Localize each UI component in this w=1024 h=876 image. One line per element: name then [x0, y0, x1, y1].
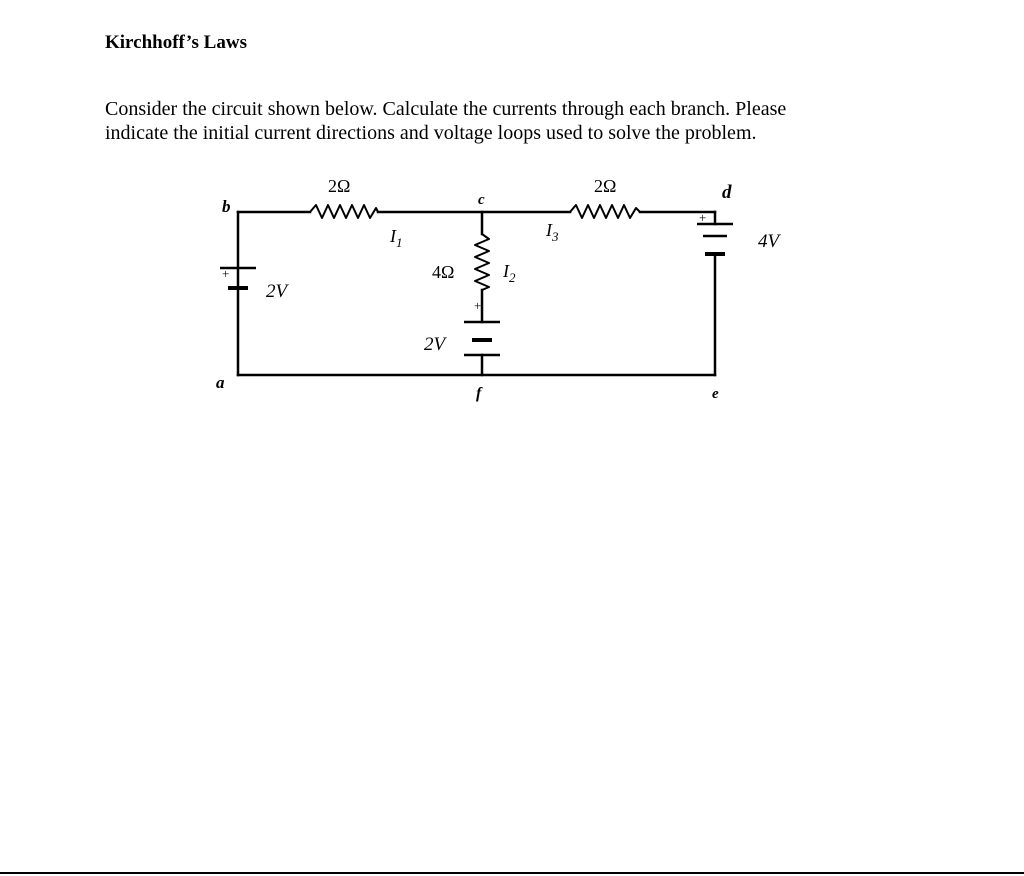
node-label-c: c: [478, 192, 485, 208]
problem-statement: Consider the circuit shown below. Calcul…: [105, 97, 925, 145]
page-bottom-rule: [0, 872, 1024, 874]
current-2-symbol: I: [502, 261, 510, 281]
current-1-symbol: I: [389, 226, 397, 246]
circuit-wires: [236, 210, 717, 377]
node-label-e: e: [712, 386, 719, 402]
node-label-d: d: [722, 182, 732, 203]
current-label-3: I3: [545, 220, 559, 244]
current-label-2: I2: [502, 261, 516, 285]
node-label-b: b: [222, 197, 231, 216]
problem-statement-line-2: indicate the initial current directions …: [105, 122, 757, 144]
battery-left-plus: +: [222, 266, 229, 281]
current-2-subscript: 2: [509, 270, 516, 285]
resistor-right-label: 2Ω: [594, 176, 616, 196]
current-3-symbol: I: [545, 220, 553, 240]
battery-right-label: 4V: [758, 231, 782, 252]
document-title: Kirchhoff’s Laws: [105, 32, 247, 53]
node-label-f: f: [476, 385, 483, 402]
resistor-left-label: 2Ω: [328, 176, 350, 196]
resistor-right-zigzag: [569, 204, 641, 219]
problem-statement-line-1: Consider the circuit shown below. Calcul…: [105, 98, 787, 120]
battery-right-symbol: [697, 222, 733, 256]
battery-middle-plus: +: [474, 298, 481, 313]
resistor-middle-label: 4Ω: [432, 262, 454, 282]
node-label-a: a: [216, 373, 225, 392]
battery-left-label: 2V: [266, 281, 290, 302]
battery-right-plus: +: [699, 210, 706, 225]
current-label-1: I1: [389, 226, 403, 250]
resistor-middle-zigzag: [474, 233, 490, 291]
battery-middle-symbol: [464, 320, 500, 357]
current-1-subscript: 1: [396, 235, 403, 250]
resistor-left-zigzag: [309, 204, 379, 219]
current-3-subscript: 3: [551, 229, 559, 244]
battery-middle-label: 2V: [424, 334, 448, 355]
battery-left-symbol: [220, 266, 256, 290]
